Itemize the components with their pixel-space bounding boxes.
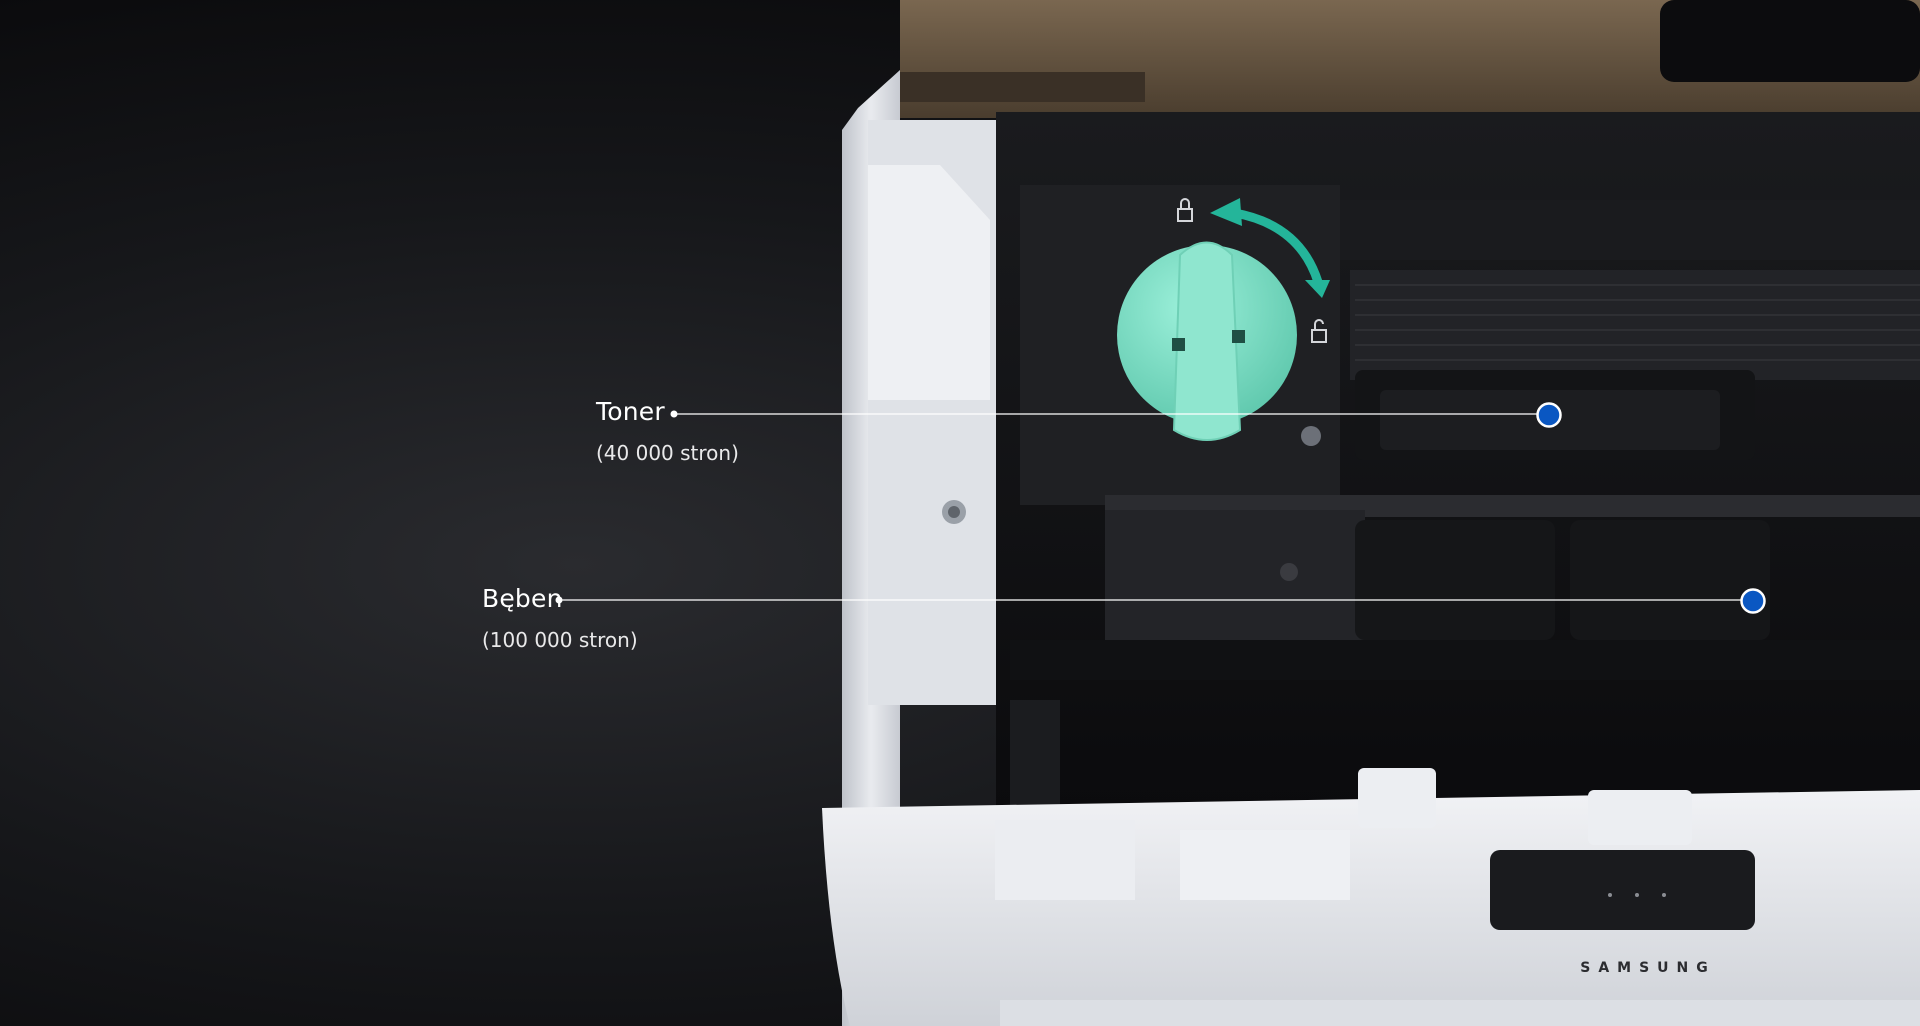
printer-cavity [996,112,1920,820]
drum-callout: Bęben (100 000 stron) [482,584,638,652]
samsung-logo: SAMSUNG [1580,960,1716,976]
drum-title: Bęben [482,584,563,613]
rotate-arrow-icon [1210,198,1330,298]
drum-capacity: (100 000 stron) [482,628,638,652]
lock-icon [1177,198,1193,222]
toner-capacity: (40 000 stron) [596,441,739,465]
toner-callout: Toner (40 000 stron) [596,397,739,465]
toner-leader-dot [670,410,678,418]
toner-hotspot-marker[interactable] [1536,402,1562,428]
printer-front-tray [822,768,1920,1026]
unlock-icon [1311,319,1327,343]
toner-lock-dial [1117,241,1297,441]
drum-leader-dot [555,596,563,604]
printer-side-panel [842,70,996,1026]
printer-top-cover [900,0,1920,118]
toner-title: Toner [596,397,665,426]
drum-hotspot-marker[interactable] [1740,588,1766,614]
